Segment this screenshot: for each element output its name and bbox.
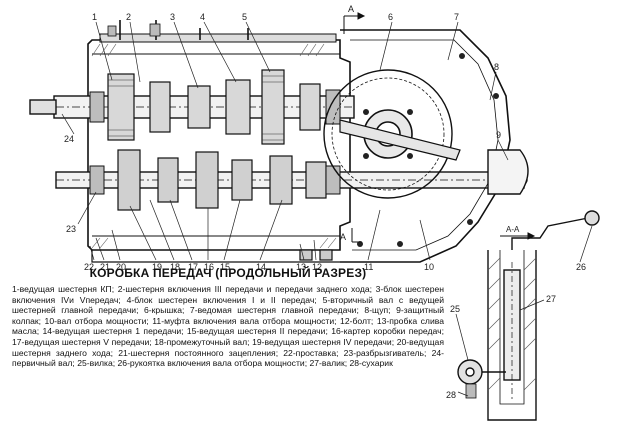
callout-28: 28 [446,390,456,400]
callout-20: 20 [116,262,126,272]
protective-cap [487,149,529,195]
callout-23: 23 [66,224,76,234]
callout-4: 4 [200,12,205,22]
callouts-top: 1 2 3 4 5 6 7 [92,12,459,22]
upper-gear-teeth [108,75,284,141]
section-mark-bottom: А [340,232,346,242]
section-marker-a [343,12,366,243]
callout-25: 25 [450,304,460,314]
leader-lines [61,21,593,397]
callout-22: 22 [84,262,94,272]
callout-15: 15 [220,262,230,272]
callout-11: 11 [364,262,373,272]
section-a-a-view [457,210,600,421]
callouts-right: 8 9 [494,62,501,140]
callout-3: 3 [170,12,175,22]
callout-21: 21 [100,262,110,272]
section-mark-top: А [348,4,354,14]
figure-caption: КОРОБКА ПЕРЕДАЧ (ПРОДОЛЬНЫЙ РАЗРЕЗ) 1-ве… [12,266,444,369]
callout-19: 19 [152,262,162,272]
callouts-bottom: 10 11 12 13 14 15 16 17 18 19 20 21 22 [84,262,434,272]
section-a-a-marker [500,232,536,240]
callout-13: 13 [296,262,306,272]
secondary-shaft [339,119,461,161]
callout-16: 16 [204,262,214,272]
callouts-section: 25 26 27 28 [446,262,586,400]
callout-24: 24 [64,134,74,144]
callout-2: 2 [126,12,131,22]
callout-6: 6 [388,12,393,22]
callout-17: 17 [188,262,198,272]
upper-gears [107,69,321,145]
figure-title: КОРОБКА ПЕРЕДАЧ (ПРОДОЛЬНЫЙ РАЗРЕЗ) [89,266,367,280]
callouts-left: 23 24 [64,134,76,234]
callout-1: 1 [92,12,97,22]
callout-27: 27 [546,294,556,304]
callout-8: 8 [494,62,499,72]
callout-26: 26 [576,262,586,272]
section-mark-aa: А-А [506,225,520,234]
callout-18: 18 [170,262,180,272]
callout-12: 12 [312,262,322,272]
lower-gears [117,149,327,211]
parts-legend: 1-ведущая шестерня КП; 2-шестерня включе… [12,284,444,369]
flange-bolts [357,53,503,247]
callout-9: 9 [496,130,501,140]
callout-14: 14 [256,262,266,272]
section-hatching [487,257,537,391]
callout-5: 5 [242,12,247,22]
callout-7: 7 [454,12,459,22]
callout-10: 10 [424,262,434,272]
